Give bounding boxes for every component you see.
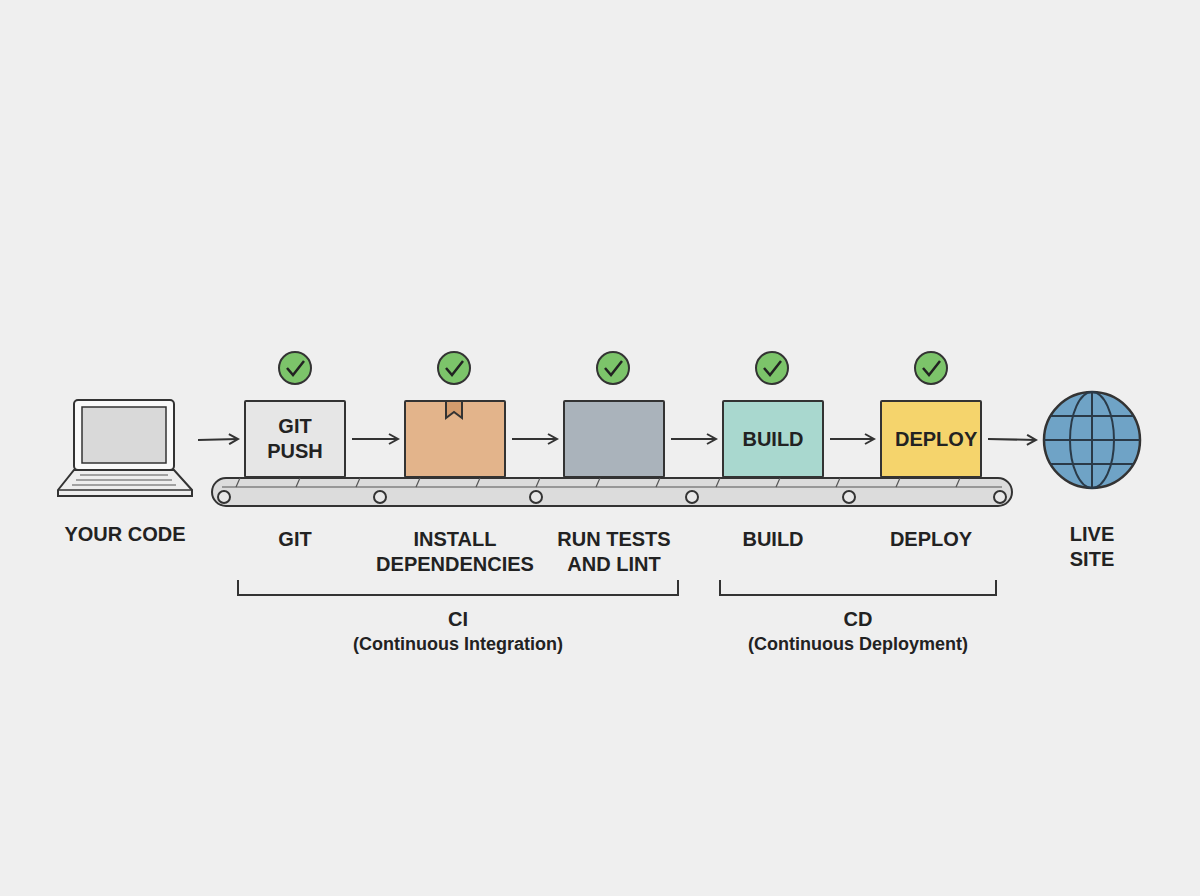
check-mark [756,352,788,384]
belt-slat [596,478,600,487]
belt-body [212,478,1012,506]
stage-label: BUILD [688,527,858,552]
globe-grid [1044,392,1140,488]
check-circle [279,352,311,384]
box-label: DEPLOY [895,427,967,452]
belt-slats [236,478,960,487]
belt-slat [296,478,300,487]
group-caption: (Continuous Integration) [258,634,658,655]
check-mark [279,352,311,384]
laptop-display [82,407,166,463]
cd-bracket [720,580,996,595]
roller [843,491,855,503]
laptop-icon-outline [58,390,192,490]
box-label: GIT PUSH [259,414,331,464]
brackets [238,580,996,595]
globe-parallel [1050,415,1133,417]
roller [686,491,698,503]
process-box: BUILDBUILD [722,400,824,478]
ci-bracket [238,580,678,595]
process-box: GIT PUSHGIT [244,400,346,478]
laptop-icon: YOUR CODE [58,390,192,490]
check-tick [764,361,781,375]
globe-parallel [1050,463,1133,465]
roller [994,491,1006,503]
globe-parallel [1044,439,1140,441]
belt-slat [476,478,480,487]
belt-slat [416,478,420,487]
belt-slat [776,478,780,487]
belt-rollers [218,491,1006,503]
group-label: CD [658,608,1058,631]
belt-slat [716,478,720,487]
belt-slat [536,478,540,487]
stage-label: DEPLOY [846,527,1016,552]
globe-icon-outline [1042,390,1142,490]
conveyor-belt [212,478,1012,506]
check-tick [923,361,940,375]
group-label: CI [258,608,658,631]
laptop-edge [58,489,192,491]
globe-icon: LIVE SITE [1042,390,1142,490]
belt-slat [656,478,660,487]
flow-arrow [830,438,874,440]
check-tick [446,361,463,375]
group-caption: (Continuous Deployment) [658,634,1058,655]
roller [218,491,230,503]
roller [530,491,542,503]
belt-slat [896,478,900,487]
package-box: INSTALL DEPENDENCIES [404,400,506,478]
belt-slat [236,478,240,487]
roller [374,491,386,503]
box-label: BUILD [737,427,809,452]
stage-label: RUN TESTS AND LINT [544,527,684,577]
belt-slat [836,478,840,487]
check-circle [438,352,470,384]
check-mark [438,352,470,384]
laptop-base [58,470,192,496]
laptop-keys [80,474,168,475]
stage-label: INSTALL DEPENDENCIES [365,527,545,577]
stage-label: LIVE SITE [1062,522,1122,572]
process-box: DEPLOYDEPLOY [880,400,982,478]
check-mark [597,352,629,384]
belt-slat [956,478,960,487]
laptop-keys [72,484,176,485]
check-circle [756,352,788,384]
laptop-keys [76,479,172,480]
stage-label: GIT [210,527,380,552]
check-circle [597,352,629,384]
belt-slat [356,478,360,487]
check-marks [279,352,947,384]
check-mark [915,352,947,384]
flow-arrow [512,438,557,440]
stage-label: YOUR CODE [40,522,210,547]
flow-arrow [671,438,716,440]
check-circle [915,352,947,384]
flow-arrow [352,438,398,440]
check-tick [605,361,622,375]
process-box: RUN TESTS AND LINT [563,400,665,478]
laptop-screen [74,400,174,470]
flow-arrow [198,439,238,440]
check-tick [287,361,304,375]
globe-body [1044,392,1140,488]
flow-arrow [988,439,1036,440]
belt-edge [222,486,1002,487]
